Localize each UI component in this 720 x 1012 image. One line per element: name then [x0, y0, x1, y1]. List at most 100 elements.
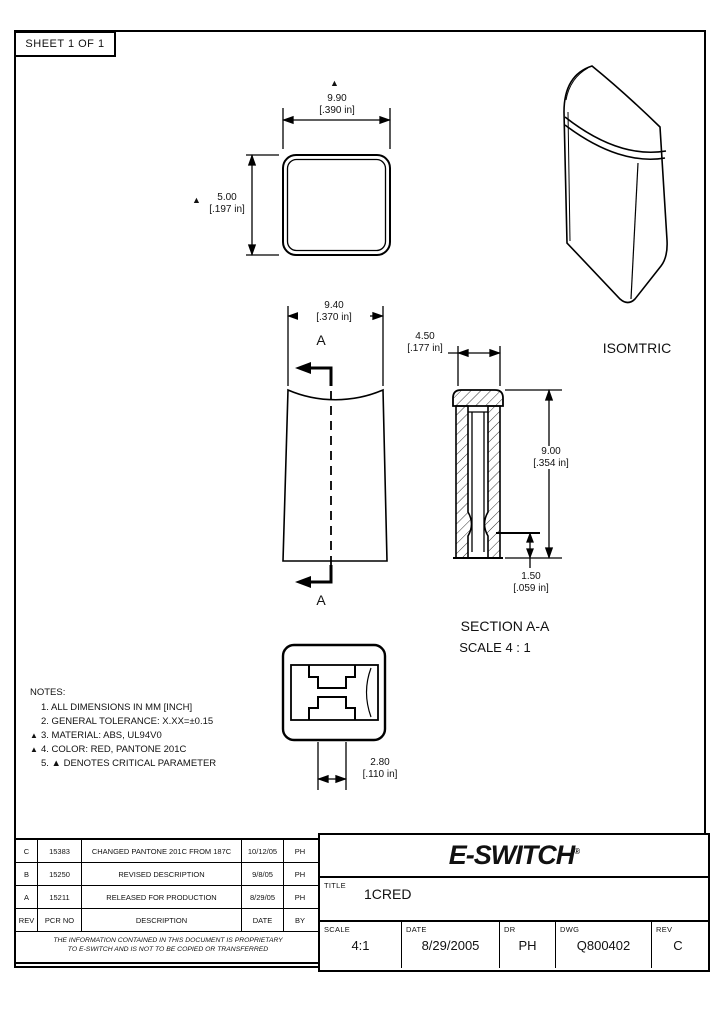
rev-description: RELEASED FOR PRODUCTION: [82, 886, 242, 908]
dim-top-width-in: [.390 in]: [319, 104, 355, 116]
critical-parameter-icon: ▲: [30, 731, 38, 740]
note-prefix: [30, 701, 41, 715]
title-value: 1CRED: [364, 886, 412, 902]
note-text: 1. ALL DIMENSIONS IN MM [INCH]: [41, 702, 193, 713]
sheet-number-box: SHEET 1 OF 1: [14, 31, 116, 57]
critical-parameter-icon: ▲: [330, 78, 339, 88]
note-prefix: [30, 715, 41, 729]
dim-section-cap: 4.50 [.177 in]: [402, 331, 448, 354]
rev-header-rev: REV: [16, 909, 38, 931]
revision-header-row: REV PCR NO DESCRIPTION DATE BY: [16, 909, 320, 932]
critical-parameter-icon: ▲: [30, 745, 38, 754]
sheet-frame: [14, 30, 706, 968]
note-text: 3. MATERIAL: ABS, UL94V0: [41, 730, 162, 741]
date-label: DATE: [406, 925, 427, 934]
dim-bottom-slot-mm: 2.80: [370, 757, 390, 768]
note-text: 2. GENERAL TOLERANCE: X.XX=±0.15: [41, 716, 214, 727]
date-cell: DATE 8/29/2005: [402, 922, 500, 968]
isometric-view-linework: [563, 65, 668, 304]
dim-bottom-slot: 2.80 [.110 in]: [350, 757, 410, 780]
note-text: 5. ▲ DENOTES CRITICAL PARAMETER: [41, 758, 217, 769]
drawn-by-value: PH: [518, 938, 537, 953]
title-row: TITLE 1CRED: [320, 878, 708, 922]
rev-letter: A: [16, 886, 38, 908]
isometric-label: ISOMTRIC: [602, 340, 672, 356]
bottom-view-linework: [281, 643, 387, 790]
rev-header-description: DESCRIPTION: [82, 909, 242, 931]
note-prefix: [30, 757, 41, 771]
dim-top-height: 5.00 [.197 in]: [204, 192, 250, 215]
critical-parameter-icon: ▲: [192, 195, 201, 205]
note-line: 2. GENERAL TOLERANCE: X.XX=±0.15: [30, 715, 216, 729]
notes: NOTES: 1. ALL DIMENSIONS IN MM [INCH] 2.…: [30, 686, 216, 771]
rev-header-by: BY: [294, 915, 305, 925]
rev-description: REVISED DESCRIPTION: [82, 863, 242, 885]
rev-header-pcr: PCR NO: [38, 909, 82, 931]
revision-label: REV: [656, 925, 673, 934]
revision-value: C: [673, 938, 683, 953]
dim-section-offset: 1.50 [.059 in]: [504, 571, 558, 594]
date-value: 8/29/2005: [421, 938, 480, 953]
drawn-by-cell: DR PH: [500, 922, 556, 968]
rev-pcr: 15250: [38, 863, 82, 885]
scale-label: SCALE: [324, 925, 351, 934]
rev-letter: C: [16, 840, 38, 862]
dim-section-cap-in: [.177 in]: [407, 342, 443, 354]
dim-section-cap-mm: 4.50: [415, 331, 435, 342]
dim-section-height-mm: 9.00: [541, 446, 561, 457]
title-block-fields: SCALE 4:1 DATE 8/29/2005 DR PH DWG Q8004…: [320, 922, 708, 968]
proprietary-note: THE INFORMATION CONTAINED IN THIS DOCUME…: [16, 932, 320, 962]
rev-pcr: 15211: [38, 886, 82, 908]
rev-description: CHANGED PANTONE 201C FROM 187C: [82, 840, 242, 862]
revision-row: A 15211 RELEASED FOR PRODUCTION 8/29/05 …: [16, 886, 320, 909]
rev-header-date: DATE: [242, 909, 284, 931]
section-view-linework: [446, 346, 562, 568]
revision-table: C 15383 CHANGED PANTONE 201C FROM 187C 1…: [14, 838, 322, 964]
drawing-number-cell: DWG Q800402: [556, 922, 652, 968]
drawing-number-value: Q800402: [576, 938, 631, 953]
dim-top-height-in: [.197 in]: [209, 203, 245, 215]
dim-section-height: 9.00 [.354 in]: [526, 446, 576, 469]
dim-front-width-mm: 9.40: [324, 300, 344, 311]
section-scale-note: SCALE 4 : 1: [459, 640, 531, 655]
notes-heading: NOTES:: [30, 687, 66, 698]
rev-date: 9/8/05: [242, 863, 284, 885]
section-label-top: A: [316, 332, 326, 348]
top-view-linework: [246, 108, 391, 256]
note-line: 5. ▲ DENOTES CRITICAL PARAMETER: [30, 757, 216, 771]
rev-by: PH: [294, 846, 306, 856]
note-line: 1. ALL DIMENSIONS IN MM [INCH]: [30, 701, 216, 715]
brand-logo: E-SWITCH®: [448, 840, 580, 871]
brand-band: E-SWITCH®: [320, 835, 708, 878]
rev-date: 10/12/05: [242, 840, 284, 862]
dim-section-height-in: [.354 in]: [533, 457, 569, 469]
dim-section-offset-mm: 1.50: [521, 571, 541, 582]
registered-mark: ®: [574, 847, 580, 856]
note-line: ▲ 4. COLOR: RED, PANTONE 201C: [30, 743, 216, 757]
dim-top-height-mm: 5.00: [217, 192, 237, 203]
rev-by: PH: [294, 892, 306, 902]
section-caption: SECTION A-A: [460, 618, 550, 634]
title-block: E-SWITCH® TITLE 1CRED SCALE 4:1 DATE 8/2…: [318, 833, 710, 972]
scale-cell: SCALE 4:1: [320, 922, 402, 968]
drawn-by-label: DR: [504, 925, 516, 934]
scale-value: 4:1: [351, 938, 370, 953]
dim-bottom-slot-in: [.110 in]: [362, 768, 398, 780]
note-line: ▲ 3. MATERIAL: ABS, UL94V0: [30, 729, 216, 743]
drawing-number-label: DWG: [560, 925, 580, 934]
brand-text: E-SWITCH: [448, 840, 575, 870]
dim-top-width: 9.90 [.390 in]: [296, 93, 378, 116]
revision-row: C 15383 CHANGED PANTONE 201C FROM 187C 1…: [16, 840, 320, 863]
proprietary-line-1: THE INFORMATION CONTAINED IN THIS DOCUME…: [53, 937, 283, 944]
rev-letter: B: [16, 863, 38, 885]
dim-section-offset-in: [.059 in]: [513, 582, 549, 594]
revision-cell: REV C: [652, 922, 704, 968]
dim-front-width-in: [.370 in]: [316, 311, 352, 323]
title-label: TITLE: [324, 881, 346, 890]
note-text: 4. COLOR: RED, PANTONE 201C: [41, 744, 187, 755]
dim-front-width: 9.40 [.370 in]: [298, 300, 370, 323]
revision-row: B 15250 REVISED DESCRIPTION 9/8/05 PH: [16, 863, 320, 886]
rev-date: 8/29/05: [242, 886, 284, 908]
proprietary-line-2: TO E-SWITCH AND IS NOT TO BE COPIED OR T…: [67, 946, 269, 953]
